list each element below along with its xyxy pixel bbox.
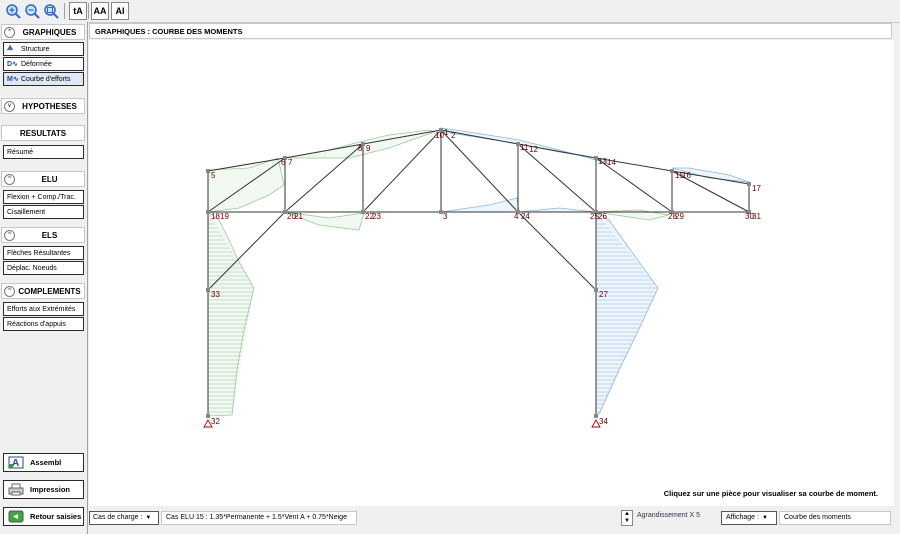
- assembl-icon: A: [8, 456, 24, 469]
- zoom-spinner[interactable]: ▲▼: [621, 510, 633, 526]
- node-label: 24: [521, 212, 530, 221]
- sidebar-item-cisaillement[interactable]: Cisaillement: [3, 205, 84, 219]
- footer-bar: Cas de charge :▼ Cas ELU 15 : 1.35*Perma…: [89, 508, 900, 528]
- node-label: 18: [211, 212, 220, 221]
- structure-icon: ⟁: [7, 45, 14, 52]
- node-label: 20: [287, 212, 296, 221]
- node-label: 15: [675, 171, 684, 180]
- node-label: 34: [599, 417, 608, 426]
- node-labels: 5 6 7 8 9 10 1 2 11 12 13 14 15 16 17 18…: [211, 128, 761, 426]
- section-els[interactable]: ^ ELS: [1, 227, 85, 243]
- collapse-icon[interactable]: ^: [4, 285, 15, 297]
- structure-diagram[interactable]: 5 6 7 8 9 10 1 2 11 12 13 14 15 16 17 18…: [89, 40, 894, 506]
- section-graphiques[interactable]: ^ GRAPHIQUES: [1, 24, 85, 40]
- node-label: 3: [443, 212, 448, 221]
- section-complements[interactable]: ^ COMPLEMENTS: [1, 283, 85, 299]
- sidebar-item-structure[interactable]: ⟁ Structure: [3, 42, 84, 56]
- node-label: 22: [365, 212, 374, 221]
- node-label: 19: [220, 212, 229, 221]
- chevron-down-icon: ▼: [145, 515, 152, 521]
- node-label: 33: [211, 290, 220, 299]
- hint-text: Cliquez sur une pièce pour visualiser sa…: [663, 489, 878, 498]
- node-label: 17: [752, 184, 761, 193]
- section-hypotheses[interactable]: v HYPOTHESES: [1, 98, 85, 114]
- sidebar-item-fleches[interactable]: Flèches Résultantes: [3, 246, 84, 260]
- node-label: 4: [514, 212, 519, 221]
- node-label: 8: [358, 144, 363, 153]
- sidebar-item-flexion[interactable]: Flexion + Comp./Trac.: [3, 190, 84, 204]
- node-label: 31: [752, 212, 761, 221]
- affichage-value: Courbe des moments: [779, 511, 891, 525]
- sidebar: ^ GRAPHIQUES ⟁ Structure D∿ Déformée M∿ …: [0, 22, 88, 534]
- node-label: 1: [444, 128, 449, 137]
- node-label: 7: [288, 158, 293, 167]
- moment-diagram-right: [440, 127, 750, 416]
- moment-diagram-left: [207, 129, 750, 417]
- retour-saisies-button[interactable]: Retour saisies: [3, 507, 84, 526]
- printer-icon: [8, 483, 24, 496]
- back-icon: [8, 510, 24, 523]
- support-icon: [203, 419, 601, 428]
- node-label: 32: [211, 417, 220, 426]
- impression-button[interactable]: Impression: [3, 480, 84, 499]
- collapse-icon[interactable]: ^: [4, 173, 15, 185]
- zoom-out-icon[interactable]: [23, 2, 41, 20]
- section-title: GRAPHIQUES: [22, 27, 77, 37]
- node-label: 10: [435, 131, 444, 140]
- sidebar-item-courbe-efforts[interactable]: M∿ Courbe d'efforts: [3, 72, 84, 86]
- node-label: 28: [668, 212, 677, 221]
- sidebar-item-reactions-appuis[interactable]: Réactions d'appuis: [3, 317, 84, 331]
- node-label: 21: [294, 212, 303, 221]
- node-label: 16: [682, 171, 691, 180]
- node-label: 5: [211, 171, 216, 180]
- node-label: 29: [675, 212, 684, 221]
- cas-de-charge-dropdown[interactable]: Cas de charge :▼: [89, 511, 159, 525]
- affichage-dropdown[interactable]: Affichage :▼: [721, 511, 777, 525]
- zoom-in-icon[interactable]: [4, 2, 22, 20]
- section-elu[interactable]: ^ ELU: [1, 171, 85, 187]
- text-format-icon[interactable]: AI: [111, 2, 129, 20]
- structure-members: [207, 129, 750, 416]
- zoom-label: Agrandissement X 5: [637, 512, 701, 519]
- collapse-icon[interactable]: ^: [4, 229, 15, 241]
- node-label: 26: [598, 212, 607, 221]
- node-label: 12: [529, 145, 538, 154]
- structure-nodes: [206, 128, 751, 418]
- node-label: 27: [599, 290, 608, 299]
- toolbar: tA AA AI: [0, 0, 900, 23]
- sidebar-item-deformee[interactable]: D∿ Déformée: [3, 57, 84, 71]
- chevron-down-icon: ▼: [761, 515, 768, 521]
- node-label: 11: [520, 143, 529, 152]
- deformee-icon: D∿: [7, 61, 18, 68]
- assembl-button[interactable]: A Assembl: [3, 453, 84, 472]
- text-aa-icon[interactable]: AA: [91, 2, 109, 20]
- courbe-efforts-icon: M∿: [7, 76, 19, 83]
- moment-hatch-left: [208, 215, 254, 413]
- sidebar-item-efforts-extremites[interactable]: Efforts aux Extrémités: [3, 302, 84, 316]
- expand-icon[interactable]: v: [4, 100, 15, 112]
- collapse-icon[interactable]: ^: [4, 26, 15, 38]
- node-label: 9: [366, 144, 371, 153]
- moment-hatch-right: [596, 215, 658, 413]
- node-label: 6: [281, 158, 286, 167]
- node-label: 2: [451, 131, 456, 140]
- node-label: 23: [372, 212, 381, 221]
- cas-de-charge-value: Cas ELU 15 : 1.35*Permanente + 1.5*Vent …: [161, 511, 357, 525]
- text-size-icon[interactable]: tA: [69, 2, 87, 20]
- node-label: 25: [590, 212, 599, 221]
- drawing-canvas[interactable]: 5 6 7 8 9 10 1 2 11 12 13 14 15 16 17 18…: [89, 40, 894, 506]
- page-title: GRAPHIQUES : COURBE DES MOMENTS: [89, 23, 892, 39]
- zoom-fit-icon[interactable]: [42, 2, 60, 20]
- sidebar-item-deplac-noeuds[interactable]: Déplac. Noeuds: [3, 261, 84, 275]
- node-label: 13: [598, 157, 607, 166]
- node-label: 30: [745, 212, 754, 221]
- sidebar-item-resume[interactable]: Résumé: [3, 145, 84, 159]
- node-label: 14: [607, 158, 616, 167]
- svg-text:A: A: [12, 458, 19, 469]
- section-resultats: RESULTATS: [1, 125, 85, 141]
